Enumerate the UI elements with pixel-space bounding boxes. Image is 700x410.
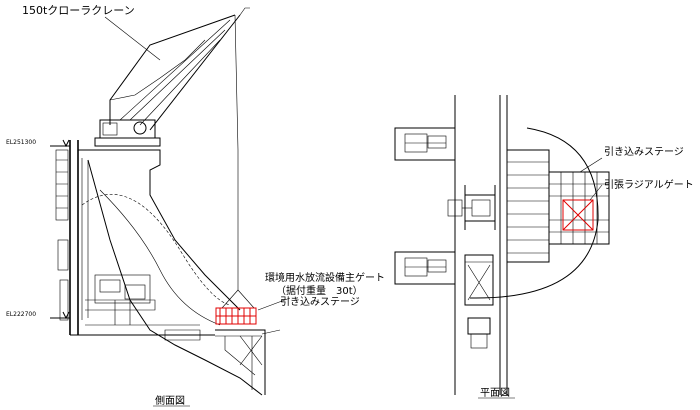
plan-radial-gate [506, 149, 550, 263]
pull-in-stage-side [215, 329, 266, 395]
stage-side-label: 引き込みステージ [280, 296, 360, 308]
crawler-crane [94, 7, 250, 290]
dam-body [50, 139, 263, 396]
side-view-caption: 側面図 [155, 394, 185, 407]
side-view [50, 7, 291, 396]
el-bottom-label: EL222700 [6, 311, 36, 318]
plan-truck [464, 254, 494, 349]
stage-leader-line [261, 329, 281, 335]
crane-leader-line [104, 16, 161, 61]
crane-label: 150tクローラクレーン [22, 4, 135, 17]
plan-view [394, 95, 610, 395]
gate-label-line2: （据付重量 30t） [276, 284, 363, 297]
plan-lower-equipment [394, 251, 456, 285]
plan-view-caption: 平面図 [480, 387, 510, 399]
plan-gate-leader-line [589, 184, 603, 201]
gate-load [215, 307, 257, 325]
radial-gate-label: 引張ラジアルゲート [604, 179, 694, 191]
plan-stage-leader-line [579, 157, 603, 173]
stage-plan-label: 引き込みステージ [604, 146, 684, 158]
plan-pull-in-stage [548, 171, 610, 245]
gate-leader-line [257, 297, 291, 311]
plan-gate-shaft [447, 185, 496, 230]
gate-label-line1: 環境用水放流設備主ゲート [265, 271, 385, 284]
crane-sling [221, 289, 255, 309]
plan-upper-equipment [394, 127, 456, 161]
el-top-label: EL251300 [6, 139, 36, 146]
